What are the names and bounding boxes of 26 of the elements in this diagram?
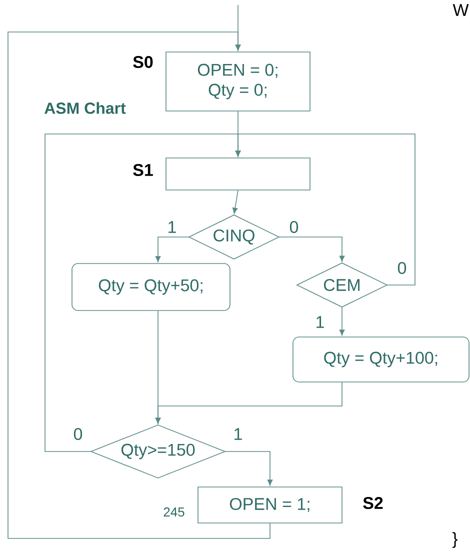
edge-label: 0 xyxy=(396,260,408,276)
arrow xyxy=(155,382,342,424)
state-box xyxy=(166,158,310,190)
edge-label: 0 xyxy=(288,220,300,234)
chart-title: ASM Chart xyxy=(44,102,126,114)
text-fragment: W xyxy=(452,4,469,16)
state-box: OPEN = 1; xyxy=(198,486,342,524)
edge-label: 1 xyxy=(166,220,178,234)
edge-label: 0 xyxy=(72,426,84,442)
page-number: 245 xyxy=(164,507,184,517)
text-fragment: } xyxy=(452,532,458,548)
state-name: S2 xyxy=(363,496,383,510)
arrow xyxy=(224,451,273,486)
arrow xyxy=(232,190,238,214)
action-box: Qty = Qty+100; xyxy=(292,336,470,382)
state-name: S0 xyxy=(133,56,153,68)
arrow xyxy=(235,134,416,286)
state-name: S1 xyxy=(133,164,153,176)
arrow xyxy=(339,306,345,336)
arrow xyxy=(155,236,190,262)
edge-label: 1 xyxy=(314,315,326,329)
state-box: OPEN = 0; Qty = 0; xyxy=(166,52,310,112)
arrow xyxy=(278,236,345,262)
action-box: Qty = Qty+50; xyxy=(72,263,230,311)
edge-label: 1 xyxy=(232,427,244,441)
arrow xyxy=(8,32,270,539)
